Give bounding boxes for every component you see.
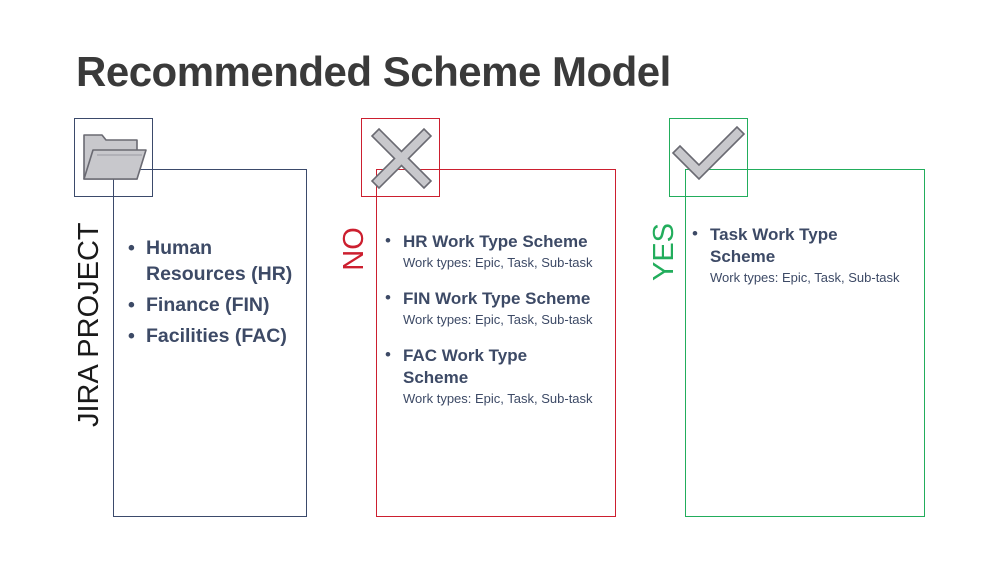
scheme-name: HR Work Type Scheme — [403, 232, 588, 251]
scheme-name: Task Work Type Scheme — [710, 225, 838, 266]
yes-vertical-label: YES — [648, 222, 680, 282]
scheme-work-types: Work types: Epic, Task, Sub-task — [403, 255, 593, 270]
yes-scheme-list: Task Work Type Scheme Work types: Epic, … — [690, 224, 918, 303]
list-item: Human Resources (HR) — [126, 235, 296, 287]
no-vertical-label: NO — [338, 227, 370, 271]
slide-title: Recommended Scheme Model — [76, 48, 671, 95]
list-item: Finance (FIN) — [126, 292, 296, 318]
list-item: FIN Work Type Scheme Work types: Epic, T… — [383, 288, 611, 328]
list-item: FAC Work Type Scheme Work types: Epic, T… — [383, 345, 611, 407]
list-item: Facilities (FAC) — [126, 323, 296, 349]
checkmark-icon — [671, 125, 746, 181]
yes-panel — [685, 169, 925, 517]
yes-icon-box — [669, 118, 748, 197]
folder-icon — [83, 134, 147, 180]
no-panel — [376, 169, 616, 517]
list-item: Task Work Type Scheme Work types: Epic, … — [690, 224, 918, 286]
project-panel — [113, 169, 307, 517]
project-icon-box — [74, 118, 153, 197]
scheme-name: FAC Work Type Scheme — [403, 346, 528, 387]
scheme-work-types: Work types: Epic, Task, Sub-task — [403, 312, 593, 327]
list-item: HR Work Type Scheme Work types: Epic, Ta… — [383, 231, 611, 271]
scheme-work-types: Work types: Epic, Task, Sub-task — [403, 391, 593, 406]
scheme-work-types: Work types: Epic, Task, Sub-task — [710, 270, 900, 285]
project-list: Human Resources (HR) Finance (FIN) Facil… — [126, 235, 296, 354]
cross-icon — [370, 127, 433, 190]
scheme-name: FIN Work Type Scheme — [403, 289, 591, 308]
project-vertical-label: JIRA PROJECT — [73, 222, 105, 427]
no-scheme-list: HR Work Type Scheme Work types: Epic, Ta… — [383, 231, 611, 424]
no-icon-box — [361, 118, 440, 197]
